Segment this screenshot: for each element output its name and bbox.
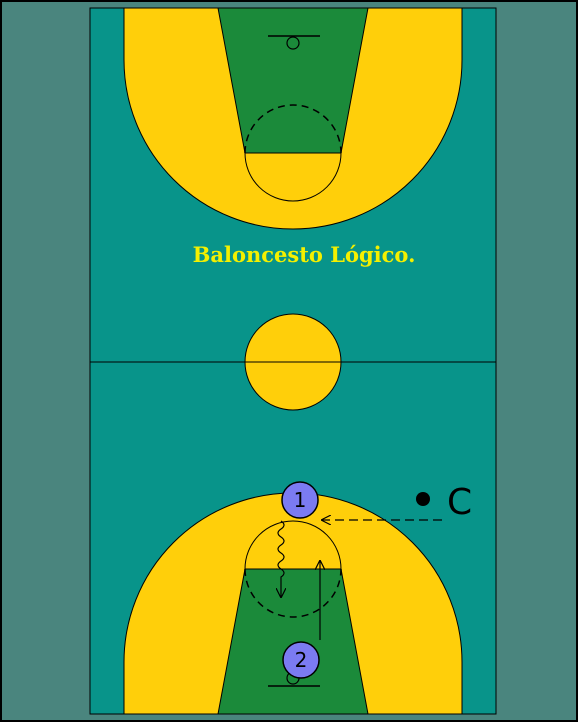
player-2-marker (282, 641, 320, 679)
top-free-throw-circle (244, 152, 342, 202)
top-hoop (286, 36, 300, 50)
dribble-path (278, 520, 284, 597)
bottom-dashed-arc (244, 568, 342, 618)
bottom-free-throw-circle (244, 520, 342, 570)
top-paint (217, 8, 369, 154)
player-2-label: 2 (295, 648, 308, 672)
coach: C (416, 482, 472, 523)
coach-dot (416, 492, 430, 506)
bottom-paint (217, 568, 369, 714)
top-dashed-arc (244, 104, 342, 154)
player-2: 2 (282, 641, 320, 679)
player-1-label: 1 (294, 488, 307, 512)
coach-label: C (447, 482, 472, 523)
player-1-marker (281, 481, 319, 519)
player-1: 1 (281, 481, 319, 519)
diagram-title: Baloncesto Lógico. (193, 242, 416, 267)
